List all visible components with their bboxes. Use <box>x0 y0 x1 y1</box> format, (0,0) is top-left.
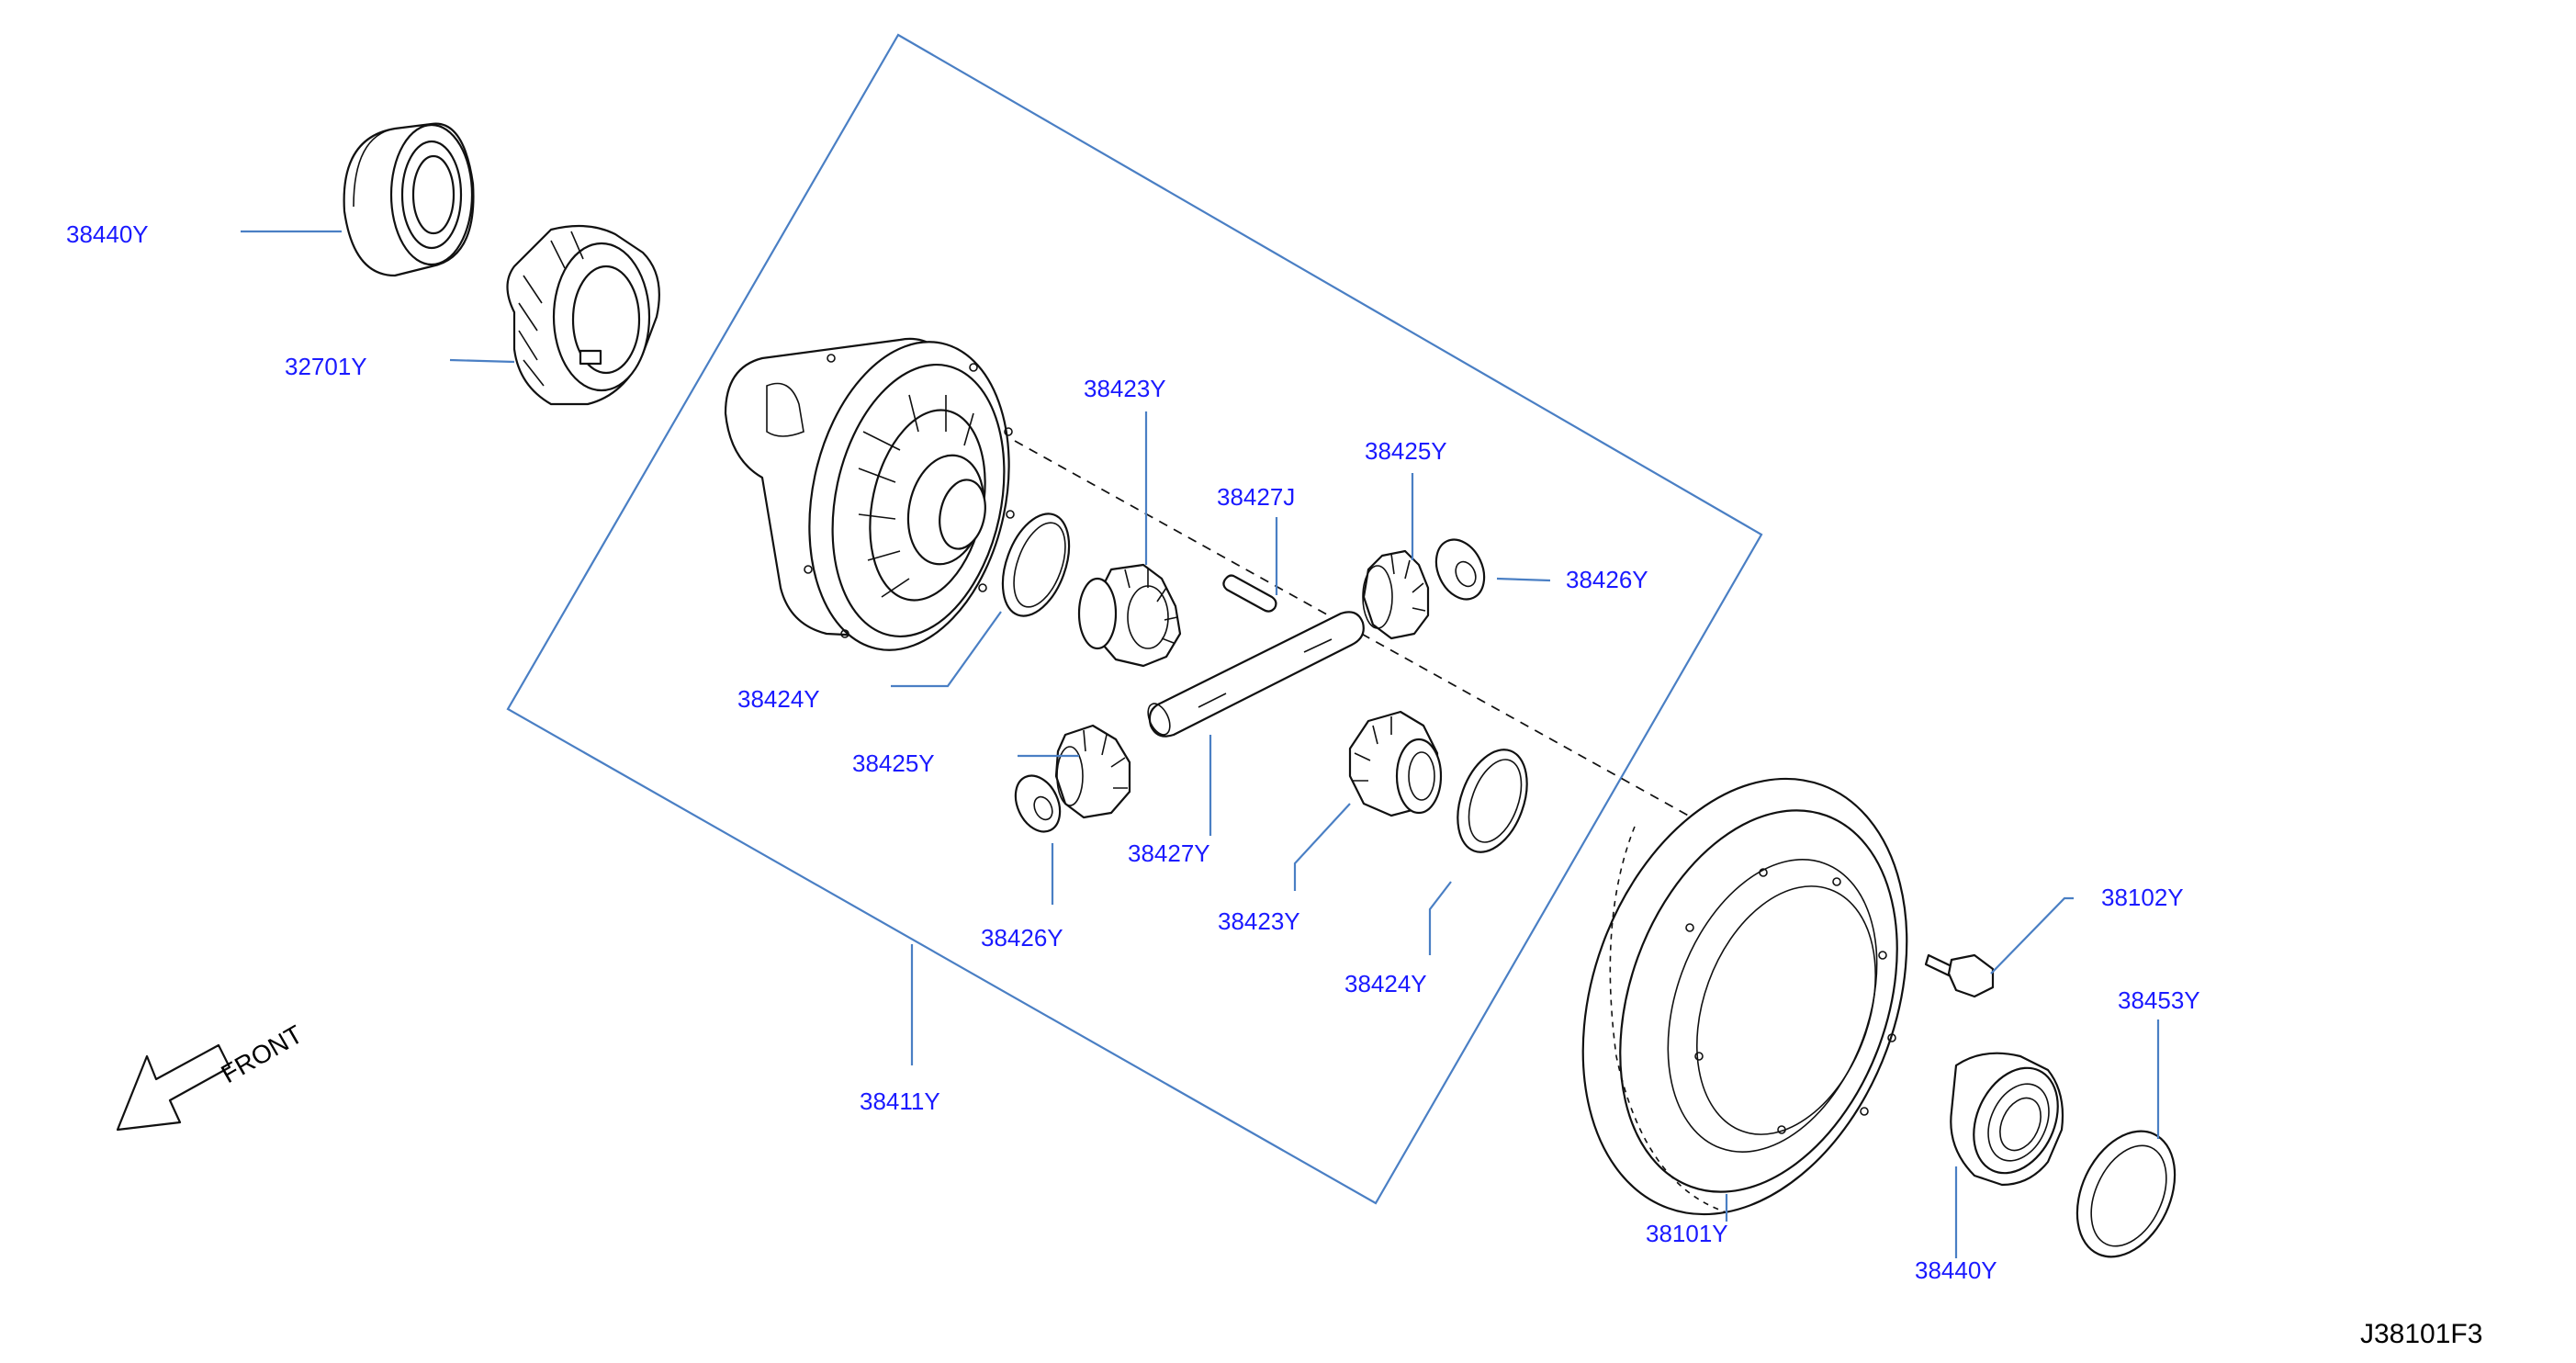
label-38102Y: 38102Y <box>2101 884 2184 911</box>
washer-left-part <box>1014 774 1062 833</box>
pinion-shaft-part <box>1147 611 1365 738</box>
bearing-bottom-part <box>1950 1052 2064 1187</box>
label-38411Y: 38411Y <box>860 1087 940 1115</box>
shim-part <box>2075 1130 2177 1258</box>
pinion-mate-bottom-part <box>1348 710 1443 817</box>
speedo-gear-part <box>506 224 660 406</box>
front-arrow: FRONT <box>116 1019 308 1132</box>
diagram-code: J38101F3 <box>2360 1319 2482 1349</box>
side-gear-right-part <box>1362 549 1430 640</box>
pinion-mate-top-part <box>1077 563 1182 668</box>
thrust-washer-bottom-part <box>1457 749 1528 853</box>
label-38426Y-left: 38426Y <box>981 924 1063 952</box>
label-38427J: 38427J <box>1217 483 1295 511</box>
assembly-frame <box>506 33 1763 1205</box>
final-gear-part <box>1581 777 1908 1216</box>
leader-lines <box>241 230 2160 1258</box>
label-38440Y-bottom: 38440Y <box>1915 1256 1997 1284</box>
label-38426Y-right: 38426Y <box>1566 566 1648 593</box>
label-38101Y: 38101Y <box>1646 1220 1728 1247</box>
side-gear-left-part <box>1054 724 1131 819</box>
label-38423Y-top: 38423Y <box>1084 375 1166 402</box>
front-label: FRONT <box>217 1019 308 1088</box>
label-38425Y-left: 38425Y <box>852 749 935 777</box>
label-38453Y: 38453Y <box>2118 986 2200 1014</box>
label-38423Y-bottom: 38423Y <box>1218 907 1300 935</box>
washer-right-part <box>1434 538 1486 601</box>
label-38427Y: 38427Y <box>1128 839 1210 867</box>
label-32701Y: 32701Y <box>285 353 367 380</box>
pinion-pin-part <box>1222 574 1277 613</box>
thrust-washer-left-part <box>1001 513 1071 617</box>
diff-case-part <box>724 337 1015 651</box>
bolt-part <box>1924 953 1995 998</box>
label-38440Y-top: 38440Y <box>66 220 149 248</box>
bearing-top-part <box>343 122 475 277</box>
label-38424Y-left: 38424Y <box>737 685 820 713</box>
label-38425Y-right: 38425Y <box>1365 437 1447 465</box>
label-38424Y-bottom: 38424Y <box>1344 970 1427 997</box>
